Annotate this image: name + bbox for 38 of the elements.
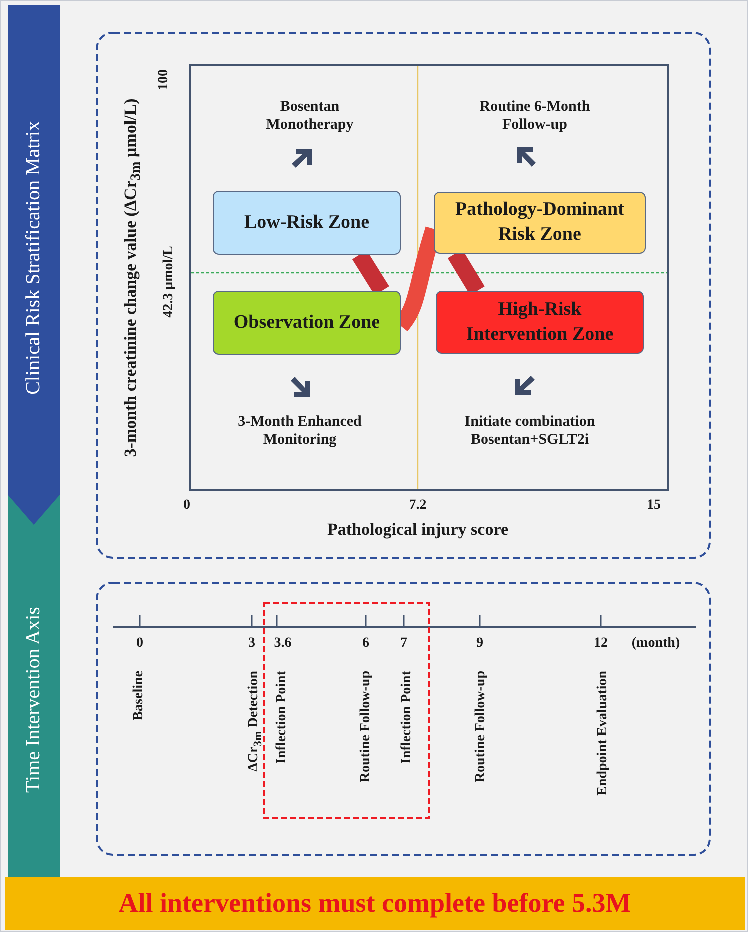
tick-label: 7.2	[409, 498, 427, 515]
zone-box	[213, 191, 401, 255]
section-band	[8, 5, 60, 525]
action-label: 3-Month Enhanced Monitoring	[237, 413, 363, 449]
warning-banner	[5, 877, 745, 930]
zone-box	[436, 291, 644, 354]
tick-label: 15	[647, 498, 661, 515]
event-label: Inflection Point	[400, 671, 416, 764]
section-title: Time Intervention Axis	[22, 606, 46, 792]
tick-label: 3	[248, 636, 256, 653]
tick-label: 3.6	[274, 636, 292, 653]
event-label: Inflection Point	[274, 671, 291, 764]
zone-label: High-Risk Intervention Zone	[465, 298, 615, 346]
banner-text: All interventions must complete before 5.3M	[118, 888, 632, 919]
tick-label: (month)	[632, 636, 680, 653]
tick-label: 12	[594, 636, 608, 653]
tick-label: 0	[136, 636, 144, 653]
tick-label: 9	[476, 636, 484, 653]
action-label: Routine 6-Month Follow-up	[478, 98, 592, 134]
event-label: Routine Follow-up	[358, 671, 375, 783]
tick-label: 0	[184, 498, 190, 515]
action-label: Bosentan Monotherapy	[265, 98, 355, 134]
axis-title: Pathological injury score	[328, 520, 508, 540]
zone-label: Low-Risk Zone	[244, 210, 370, 235]
zone-label: Observation Zone	[234, 310, 380, 335]
event-label: Baseline	[132, 671, 148, 721]
zone-box	[213, 291, 401, 355]
zone-label: Pathology-Dominant Risk Zone	[454, 198, 626, 247]
tick-label: 6	[362, 636, 370, 653]
tick-label: 7	[400, 636, 408, 653]
tick-label: 42.3 μmol/L	[162, 246, 178, 318]
action-label: Initiate combination Bosentan+SGLT2i	[464, 413, 596, 449]
section-title: Clinical Risk Stratification Matrix	[22, 121, 46, 395]
zone-box	[434, 192, 646, 254]
event-label: Endpoint Evaluation	[596, 671, 612, 796]
tick-label: 100	[156, 70, 173, 90]
event-label: Routine Follow-up	[474, 671, 490, 783]
section-band	[8, 495, 60, 880]
